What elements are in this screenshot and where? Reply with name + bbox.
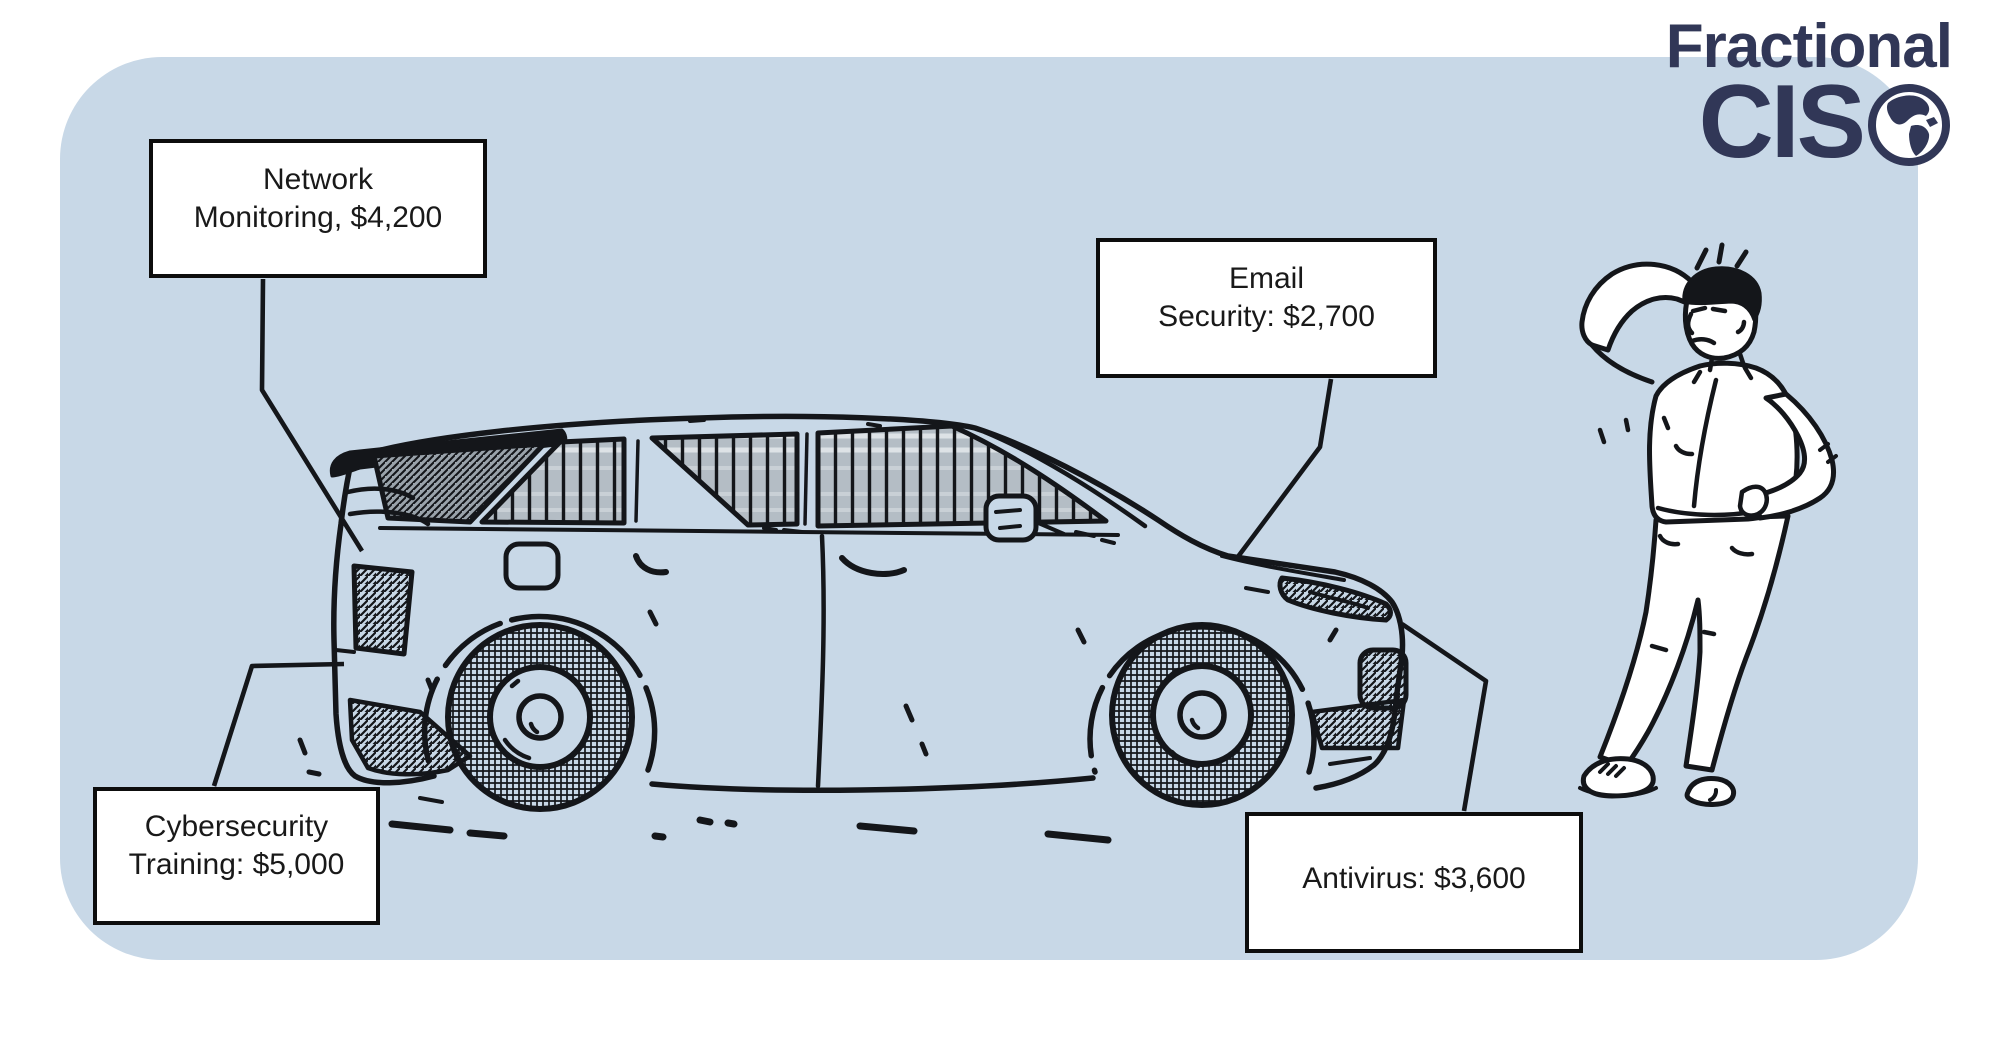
c-pillar-line xyxy=(634,439,640,523)
car-illustration xyxy=(297,413,1409,844)
b-pillar-line xyxy=(803,432,809,526)
person-illustration xyxy=(1578,242,1838,807)
person-pants xyxy=(1597,513,1791,773)
person-hair xyxy=(1682,266,1762,322)
front-wheel xyxy=(1109,622,1295,808)
car-rear-outline xyxy=(331,455,437,786)
fractional-ciso-logo: Fractional CIS xyxy=(1665,12,1953,180)
front-ticks xyxy=(1244,586,1372,766)
ground-shadow xyxy=(388,816,1308,844)
roof-ticks xyxy=(688,418,882,428)
person-hand xyxy=(1737,484,1769,518)
sketch-ticks xyxy=(297,609,1339,777)
rear-quarter-window xyxy=(371,441,547,525)
door-handle-rear xyxy=(633,553,669,576)
leader-cybersecurity-training xyxy=(211,661,345,787)
taillight-trim xyxy=(347,509,431,527)
cowl-dashes xyxy=(1074,530,1116,545)
rear-wheel-arch xyxy=(421,613,658,775)
globe-icon xyxy=(1868,84,1950,166)
side-mirror xyxy=(983,493,1066,543)
right-shoe-line xyxy=(1708,788,1718,802)
elbow-ticks xyxy=(1818,442,1838,464)
jacket-zipper xyxy=(1691,377,1719,509)
neck-lines xyxy=(1707,351,1747,373)
callout-email-security: Email Security: $2,700 xyxy=(1096,238,1437,378)
callout-line: Cybersecurity xyxy=(144,810,329,843)
callout-antivirus: Antivirus: $3,600 xyxy=(1245,812,1583,953)
headlight-line xyxy=(1308,590,1370,610)
cargo-window xyxy=(479,436,627,526)
right-shoe xyxy=(1684,776,1737,807)
sleeve-ticks xyxy=(1597,417,1631,445)
rear-door-window xyxy=(649,431,800,528)
fuel-door xyxy=(503,541,561,591)
logo-wordmark-top: Fractional xyxy=(1665,12,1953,81)
ear xyxy=(1735,319,1747,335)
callout-line: Monitoring, $4,200 xyxy=(193,200,443,234)
taillight xyxy=(351,563,415,657)
rear-ticks xyxy=(334,648,444,804)
jacket-details xyxy=(1661,365,1754,457)
rear-bumper-insert xyxy=(347,697,473,777)
callout-line: Antivirus: $3,600 xyxy=(1302,861,1526,895)
leader-network-monitoring xyxy=(259,278,364,553)
pants-details xyxy=(1649,533,1755,653)
front-lower-bumper xyxy=(1309,697,1407,751)
callout-line: Security: $2,700 xyxy=(1158,300,1375,333)
stress-marks xyxy=(1694,242,1749,271)
a-pillar-inner-line xyxy=(982,429,1148,529)
eyebrows xyxy=(1690,305,1728,314)
leader-email-security xyxy=(1235,378,1334,560)
nose-and-mouth xyxy=(1685,311,1717,346)
left-shoe-laces xyxy=(1578,762,1658,798)
callout-line: Network xyxy=(262,162,374,196)
callout-cybersecurity-training: Cybersecurity Training: $5,000 xyxy=(93,787,380,925)
door-handle-front xyxy=(839,555,907,577)
hood-cut-line xyxy=(1220,554,1346,582)
callout-leader-lines xyxy=(211,278,1489,812)
seam-dashes xyxy=(762,526,804,534)
car-rocker-line xyxy=(649,775,1096,793)
callout-line: Training: $5,000 xyxy=(128,848,345,881)
raised-arm-to-shoulder xyxy=(1589,342,1655,385)
logo-wordmark-bottom: CIS xyxy=(1698,64,1866,180)
door-seam xyxy=(815,533,826,789)
liftgate-crease xyxy=(345,486,416,501)
leader-antivirus xyxy=(1400,622,1489,812)
callout-network-monitoring: Network Monitoring, $4,200 xyxy=(149,139,487,278)
rear-wheel xyxy=(445,622,635,812)
callout-line: Email xyxy=(1228,262,1304,295)
left-shoe xyxy=(1580,756,1656,799)
